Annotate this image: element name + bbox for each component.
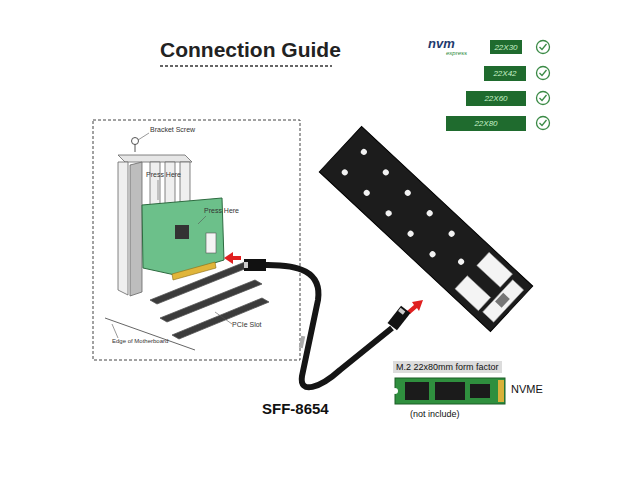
board: [319, 127, 532, 332]
screw-shaft: [135, 144, 136, 152]
check-circle: [537, 92, 550, 105]
ssd-chip: [435, 382, 465, 400]
gold-fingers: [172, 262, 216, 280]
computer-frame: [93, 120, 300, 360]
part-label: Press Here: [146, 171, 181, 178]
logo-subtext: express: [446, 50, 467, 56]
sff-connector: [495, 293, 510, 308]
sata-connector: [483, 280, 524, 322]
size-card: 22X30: [490, 40, 522, 54]
interface-label: NVME: [511, 383, 543, 395]
check-marks: [537, 41, 550, 130]
node-text: 22X30: [494, 43, 517, 52]
plug-latch: [398, 308, 405, 315]
logo-text: nvm: [428, 36, 455, 51]
card-bracket: [130, 162, 142, 296]
size-card: 22X42: [484, 66, 526, 81]
check-mark: [540, 95, 547, 101]
motherboard-edge: [105, 318, 195, 350]
m2-slot: [455, 276, 491, 311]
node-text: M.2 22x80mm form factor: [393, 361, 502, 373]
ssd-chip: [470, 384, 490, 398]
check-mark: [540, 44, 547, 50]
diagram-title: Connection Guide: [160, 38, 341, 62]
red-arrows: [224, 252, 423, 314]
bracket-lip: [118, 155, 192, 162]
adapter-board: [319, 127, 532, 332]
controller-chip: [175, 225, 189, 239]
part-label: Press Here: [204, 207, 239, 214]
node-text: 22X80: [474, 119, 497, 128]
insert-arrow: [224, 252, 241, 264]
mount-holes: [341, 148, 475, 277]
ssd-contacts: [498, 380, 504, 402]
check-circle: [537, 41, 550, 54]
part-label: Edge of Motherboard: [112, 338, 168, 344]
cable-plug: [387, 306, 410, 331]
check-mark: [540, 120, 547, 126]
sff-8654-cable: [262, 265, 392, 387]
part-label: PCIe Slot: [232, 321, 262, 328]
check-circle: [537, 67, 550, 80]
note-label: (not include): [410, 409, 460, 419]
plug-latch: [244, 262, 248, 268]
size-card: 22X80: [446, 116, 526, 131]
ssd-pcb: [395, 378, 505, 404]
cable-plug: [244, 259, 266, 271]
node-text: 22X60: [484, 94, 507, 103]
sff-port: [206, 233, 216, 253]
ssd-module: M.2 22x80mm form factor: [395, 378, 505, 404]
leader-lines: [112, 133, 232, 338]
cable-tie: [299, 336, 305, 349]
ssd-chip: [405, 382, 429, 400]
m2-slot: [477, 252, 513, 287]
ssd-notch: [392, 388, 398, 394]
size-card: 22X60: [466, 91, 526, 106]
check-mark: [540, 70, 547, 76]
part-label: Bracket Screw: [150, 126, 195, 133]
insert-arrow: [407, 300, 423, 314]
cable-label: SFF-8654: [262, 400, 329, 417]
bracket-screw: [132, 138, 139, 145]
node-text: 22X42: [493, 69, 516, 78]
title-underline: [160, 65, 332, 67]
check-circle: [537, 117, 550, 130]
